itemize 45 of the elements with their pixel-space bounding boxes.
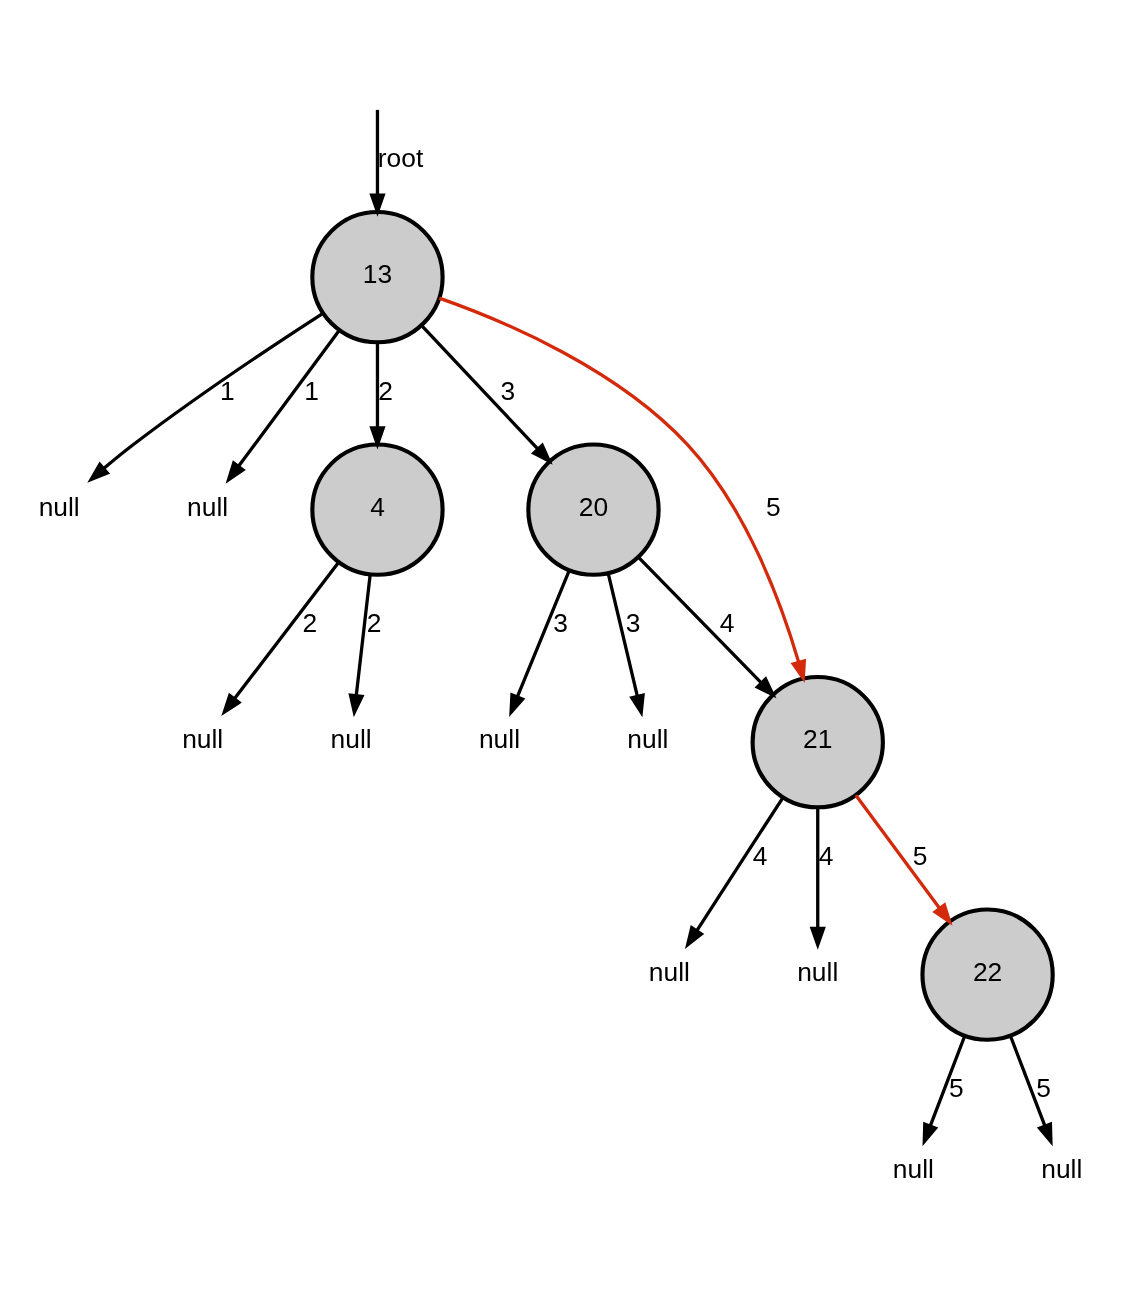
arrow: [225, 328, 341, 484]
arrow: [684, 796, 785, 949]
arrow: [348, 573, 372, 717]
edge-label: 5: [1036, 1072, 1051, 1103]
edge-label: 1: [220, 375, 235, 406]
edge-label: 4: [719, 607, 735, 638]
node-text: null: [38, 491, 80, 522]
edge-label: 5: [948, 1072, 964, 1103]
arrow: [87, 311, 324, 483]
arrow: [854, 793, 953, 926]
node-text: null: [627, 723, 669, 754]
node-text: null: [187, 491, 229, 522]
edge-label: 2: [366, 607, 382, 638]
arrow: [637, 555, 777, 698]
node-circle: 22: [920, 907, 1055, 1042]
node-circle: 4: [310, 441, 445, 577]
arrow: [1008, 1034, 1053, 1146]
edge-label: 4: [752, 840, 768, 871]
arrow: [809, 807, 826, 950]
arrow: [438, 296, 807, 683]
arrow: [606, 572, 645, 717]
edge-label: 5: [765, 491, 781, 522]
node-circle: 13: [310, 209, 445, 344]
node-text: null: [892, 1153, 934, 1184]
edge-label: root: [377, 142, 424, 173]
arrow: [922, 1034, 967, 1146]
node-text: null: [478, 723, 521, 754]
node-text: null: [797, 956, 839, 987]
edge-label: 3: [553, 607, 568, 638]
edge-label: 3: [625, 607, 641, 638]
edge-label: 4: [818, 840, 834, 871]
edge-label: 2: [378, 375, 394, 406]
arrow: [221, 560, 340, 716]
arrow: [420, 324, 553, 465]
node-text: null: [648, 956, 690, 987]
node-text: null: [1041, 1153, 1083, 1184]
edge-label: 2: [302, 607, 318, 638]
node-text: null: [330, 723, 372, 754]
arrow: [509, 569, 571, 717]
node-text: null: [182, 723, 224, 754]
edge-label: 3: [500, 375, 516, 406]
edge-label: 5: [912, 840, 928, 871]
arrow: [369, 342, 386, 449]
arrow: [369, 109, 386, 217]
edge-label: 1: [304, 375, 319, 406]
